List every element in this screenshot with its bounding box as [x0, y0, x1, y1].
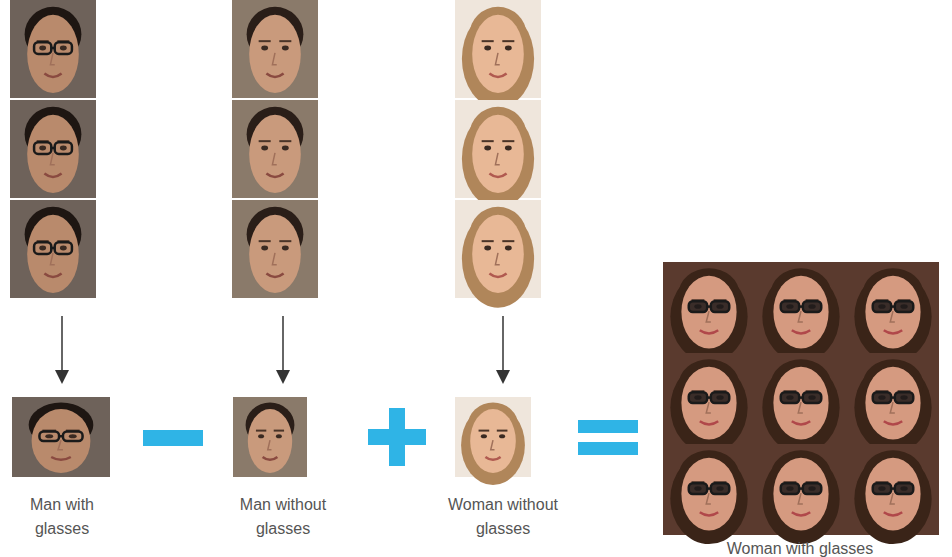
- arrow-head: [496, 370, 510, 384]
- face-photo: [10, 0, 96, 98]
- face-photo: [233, 397, 307, 477]
- face-photo: [10, 200, 96, 298]
- caption-text: Man without glasses: [240, 496, 326, 537]
- caption-text: Man with glasses: [30, 496, 94, 537]
- face-photo: [663, 353, 755, 453]
- face-photo: [455, 397, 531, 485]
- caption-label: Man with glasses: [12, 493, 112, 541]
- face-photo: [455, 200, 541, 308]
- face-photo: [663, 262, 755, 362]
- face-photo: [663, 444, 755, 544]
- caption-text: Woman without glasses: [448, 496, 558, 537]
- face-photo: [847, 262, 939, 362]
- caption-text: Woman with glasses: [727, 540, 873, 557]
- caption-label: Woman without glasses: [443, 493, 563, 541]
- plus-sign: [368, 408, 426, 466]
- face-photo: [755, 353, 847, 453]
- arrow-head: [276, 370, 290, 384]
- face-photo: [847, 444, 939, 544]
- face-photo: [847, 353, 939, 453]
- caption-label: Woman with glasses: [700, 537, 900, 557]
- arrow-shaft: [61, 316, 63, 372]
- face-photo: [755, 444, 847, 544]
- face-photo: [455, 100, 541, 208]
- face-photo: [232, 100, 318, 198]
- face-photo: [232, 200, 318, 298]
- caption-label: Man without glasses: [228, 493, 338, 541]
- face-photo: [10, 100, 96, 198]
- arrow-shaft: [502, 316, 504, 372]
- minus-sign: [143, 430, 203, 446]
- face-photo: [755, 262, 847, 362]
- arrow-head: [55, 370, 69, 384]
- face-photo: [455, 0, 541, 108]
- arrow-shaft: [282, 316, 284, 372]
- equals-sign: [578, 420, 638, 455]
- face-photo: [232, 0, 318, 98]
- face-photo: [12, 397, 110, 477]
